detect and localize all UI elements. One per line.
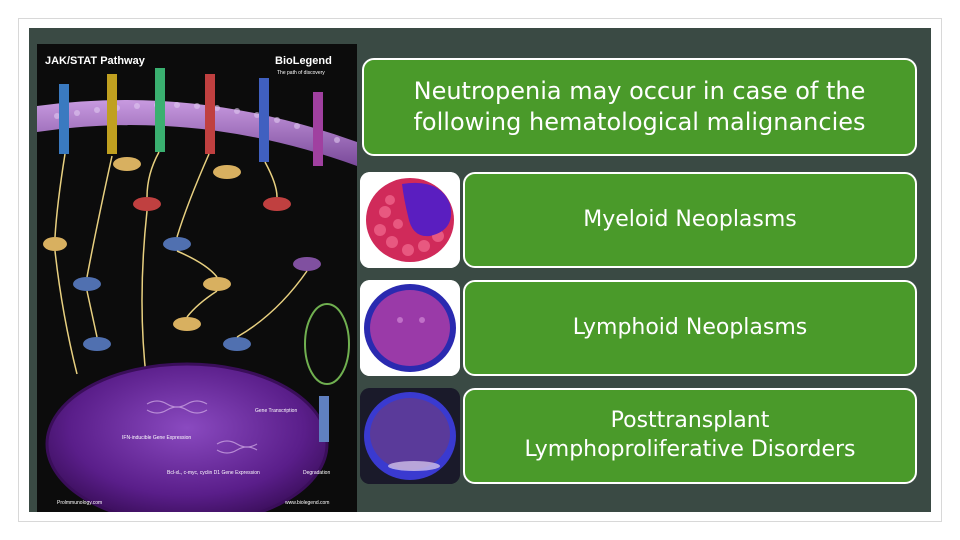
item-label-myeloid: Myeloid Neoplasms xyxy=(583,206,797,232)
label-ifn-gene-expression: IFN-inducible Gene Expression xyxy=(122,435,191,441)
brand-tagline: The path of discovery xyxy=(277,70,325,76)
myeloid-cell-image xyxy=(360,172,460,268)
feedback-ring xyxy=(304,303,350,385)
item-lymphoid-neoplasms: Lymphoid Neoplasms xyxy=(463,280,917,376)
slide-title: Neutropenia may occur in case of the fol… xyxy=(413,76,866,136)
item-myeloid-neoplasms: Myeloid Neoplasms xyxy=(463,172,917,268)
item-label-ptld: Posttransplant Lymphoproliferative Disor… xyxy=(524,408,856,462)
ptld-cell-image xyxy=(360,388,460,484)
label-gene-transcription: Gene Transcription xyxy=(255,408,297,414)
slide-title-box: Neutropenia may occur in case of the fol… xyxy=(362,58,917,156)
lymphoid-cell-image xyxy=(360,280,460,376)
signal-arrows xyxy=(54,151,308,385)
item-ptld: Posttransplant Lymphoproliferative Disor… xyxy=(463,388,917,484)
brand-logo: BioLegend xyxy=(275,55,332,67)
jak-stat-pathway-diagram: JAK/STAT Pathway BioLegend The path of d… xyxy=(37,44,357,512)
label-degradation: Degradation xyxy=(303,470,330,476)
dna-strands xyxy=(146,400,258,454)
nucleus xyxy=(45,362,329,512)
receptors xyxy=(59,68,323,166)
membrane-dots xyxy=(54,102,340,143)
diagram-title: JAK/STAT Pathway xyxy=(45,55,146,67)
item-label-lymphoid: Lymphoid Neoplasms xyxy=(572,314,808,340)
label-bcl-gene-expression: Bcl-xL, c-myc, cyclin D1 Gene Expression xyxy=(167,470,260,476)
footer-left: Prolmmunology.com xyxy=(57,500,102,506)
footer-right: www.biolegend.com xyxy=(285,500,329,506)
signaling-nodes xyxy=(43,157,321,351)
proteasome xyxy=(319,396,329,442)
